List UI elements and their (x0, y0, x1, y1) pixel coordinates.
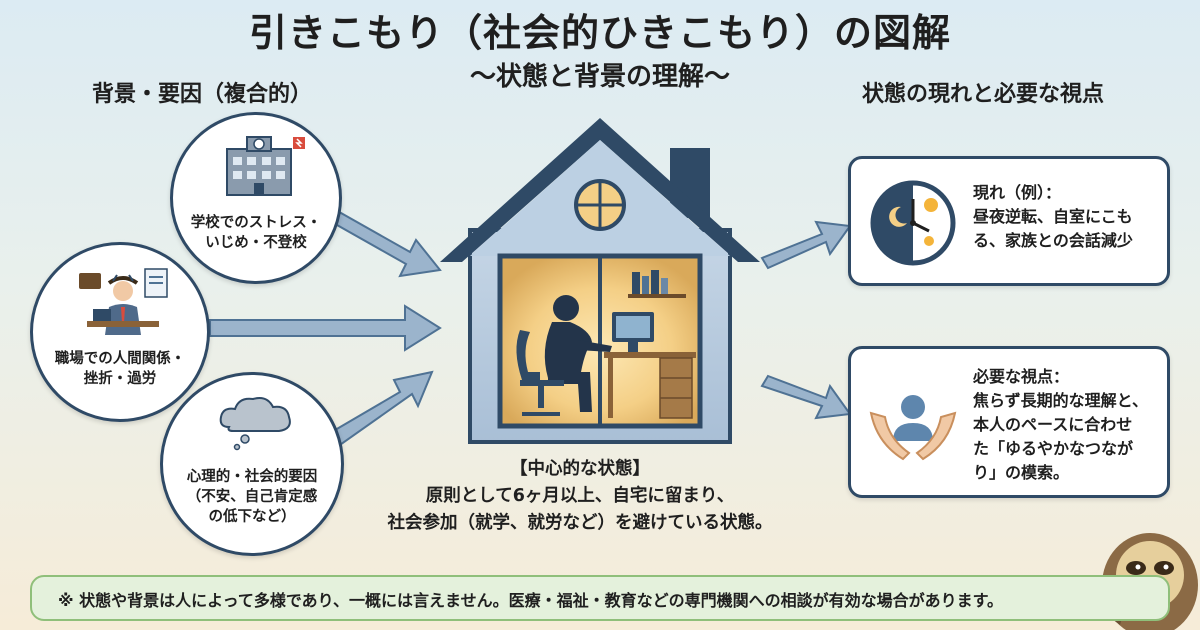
footer-note: ※ 状態や背景は人によって多様であり、一概には言えません。医療・福祉・教育などの… (30, 575, 1170, 621)
arrow-home-to-support (760, 374, 852, 420)
factor-mind: 心理的・社会的要因 （不安、自己肯定感 の低下など） (160, 372, 344, 556)
house-illustration (440, 118, 760, 444)
left-heading: 背景・要因（複合的） (92, 82, 313, 107)
school-building-icon (226, 136, 305, 196)
stressed-worker-icon (79, 268, 168, 335)
arrow-home-to-signs (760, 220, 852, 270)
page-subtitle: 〜状態と背景の理解〜 (469, 62, 730, 92)
page-title: 引きこもり（社会的ひきこもり）の図解 (248, 11, 951, 55)
perspective-card: 必要な視点： 焦らず長期的な理解と、 本人のペースに合わせ た「ゆるやかなつなが… (848, 346, 1170, 498)
perspective-card-text: 必要な視点： 焦らず長期的な理解と、 本人のペースに合わせ た「ゆるやかなつなが… (973, 367, 1149, 482)
signs-card: 現れ（例）： 昼夜逆転、自室にこも る、家族との会話減少 (848, 156, 1170, 286)
arrow-work-to-home (209, 304, 442, 352)
central-state-line2: 社会参加（就学、就労など）を避けている状態。 (387, 513, 773, 533)
thought-cloud-icon (219, 397, 291, 451)
factor-school-label: 学校でのストレス・ いじめ・不登校 (190, 215, 322, 251)
arrow-mind-to-home (316, 370, 434, 454)
central-state-heading: 【中心的な状態】 (510, 459, 650, 479)
supporting-hands-icon (869, 395, 957, 461)
factor-school: 学校でのストレス・ いじめ・不登校 (170, 112, 342, 284)
day-night-clock-icon (870, 180, 956, 266)
factor-mind-label: 心理的・社会的要因 （不安、自己肯定感 の低下など） (186, 469, 318, 525)
central-state-line1: 原則として6ヶ月以上、自宅に留まり、 (425, 486, 735, 506)
factor-work-label: 職場での人間関係・ 挫折・過労 (54, 351, 186, 387)
central-state: 【中心的な状態】 原則として6ヶ月以上、自宅に留まり、 社会参加（就学、就労など… (330, 456, 830, 537)
factor-work: 職場での人間関係・ 挫折・過労 (30, 242, 210, 422)
right-heading: 状態の現れと必要な視点 (862, 82, 1105, 107)
signs-card-text: 現れ（例）： 昼夜逆転、自室にこも る、家族との会話減少 (973, 183, 1133, 250)
